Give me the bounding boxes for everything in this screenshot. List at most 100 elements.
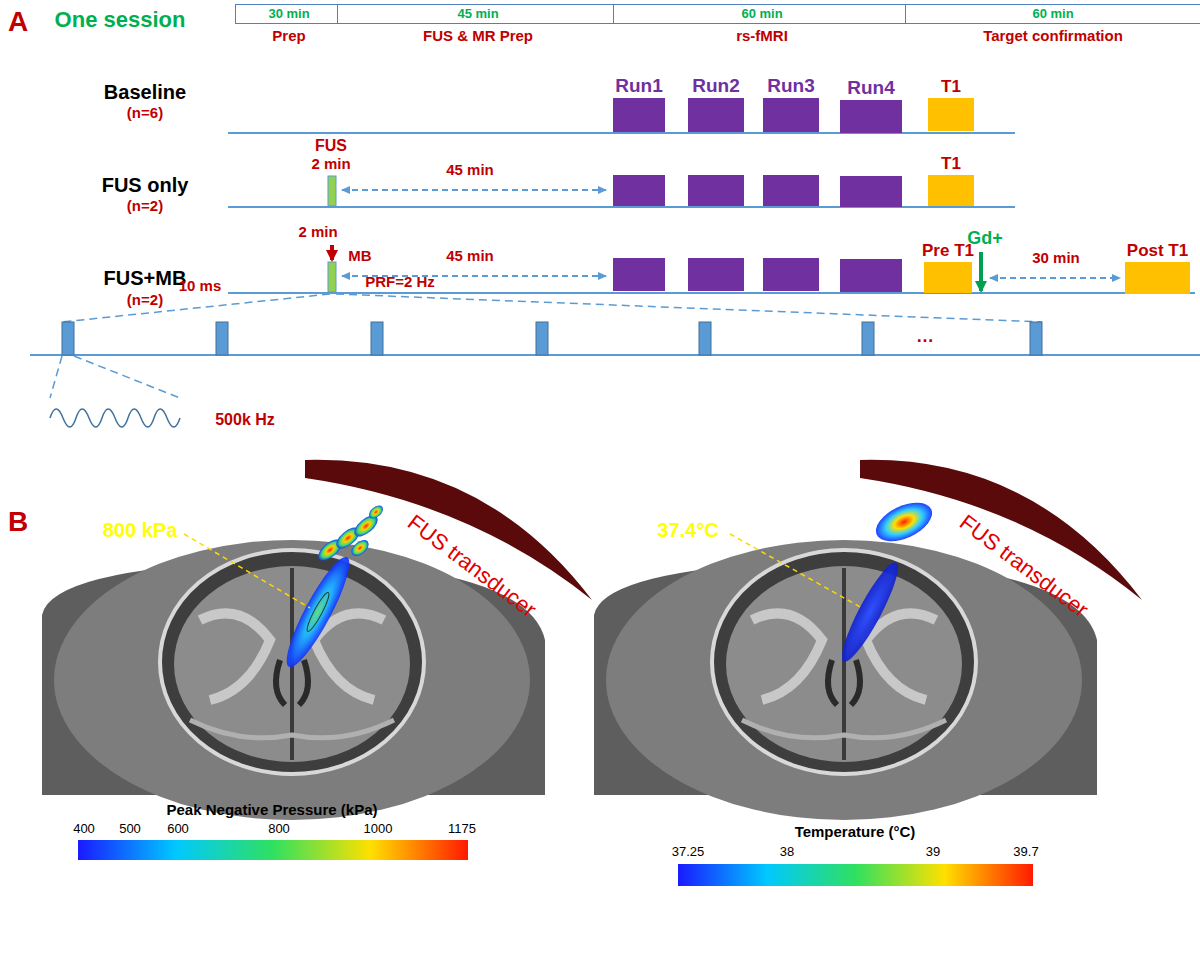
pulse: [699, 322, 711, 355]
leader-line: [730, 534, 862, 608]
group-name: FUS+MB: [104, 267, 187, 290]
interval-arrow: [990, 277, 1120, 279]
pulse: [216, 322, 228, 355]
interval-arrow: [342, 189, 606, 191]
gd-arrow: [979, 252, 983, 291]
scan-label: T1: [941, 78, 961, 97]
scan-label: Pre T1: [922, 242, 974, 261]
tick-label: 600: [167, 822, 189, 837]
panel-letter: B: [8, 506, 28, 538]
t1-block: Pre T1: [924, 262, 972, 293]
peak-value: 800 kPa: [103, 519, 178, 542]
pulse: [862, 322, 874, 355]
pressure-field: [277, 503, 385, 673]
phase-label: rs-fMRI: [736, 27, 788, 44]
pulse: [371, 322, 383, 355]
colorbar-title: Temperature (°C): [795, 823, 916, 840]
tick-label: 500: [119, 822, 141, 837]
phase-label: Prep: [272, 27, 305, 44]
t1-block: Post T1: [1125, 262, 1190, 294]
fus-bar: [328, 176, 336, 206]
phase-label: Target confirmation: [983, 27, 1123, 44]
mb-label: MB: [348, 247, 371, 264]
zoom-line: [336, 294, 1042, 322]
tick-label: 1175: [448, 822, 476, 837]
run-block: [688, 175, 744, 206]
near-field: [367, 503, 386, 521]
mb-arrow: [330, 245, 334, 260]
tick-label: 39.7: [1013, 845, 1038, 860]
pulse: [536, 322, 548, 355]
tick-label: 37.25: [672, 845, 705, 860]
frequency-label: 500k Hz: [215, 411, 275, 429]
group-name: Baseline: [104, 81, 186, 104]
run-block: Run2: [688, 98, 744, 132]
pulse: [1030, 322, 1042, 355]
temperature-field: [834, 495, 938, 667]
prf-label: PRF=2 Hz: [365, 273, 435, 290]
colorbar: [78, 840, 468, 860]
pulse-length: 10 ms: [179, 277, 222, 294]
tick-label: 400: [73, 822, 95, 837]
tick-label: 1000: [364, 822, 393, 837]
zoom-line: [74, 356, 180, 398]
duration-label: 2 min: [311, 155, 350, 172]
ellipsis: …: [916, 326, 934, 347]
contrast-label: Gd+: [967, 228, 1003, 249]
interval-label: 30 min: [1032, 249, 1080, 266]
mri-slice: [594, 540, 1097, 820]
run-label: Run2: [692, 76, 740, 97]
interval-label: 45 min: [446, 161, 494, 178]
run-block: Run3: [763, 98, 819, 132]
timeline-box: 30 minPrep: [235, 4, 343, 24]
sine-wave: [50, 409, 180, 427]
peak-value: 37.4°C: [657, 519, 718, 542]
run-block: [763, 258, 819, 291]
group-name: FUS only: [102, 174, 189, 197]
fus-transducer: [305, 460, 592, 600]
duration-text: 60 min: [614, 5, 910, 22]
run-block: [840, 176, 902, 207]
tick-label: 800: [268, 822, 290, 837]
run-block: Run1: [613, 98, 665, 132]
phase-label: FUS & MR Prep: [423, 27, 533, 44]
run-label: Run1: [615, 76, 663, 97]
run-label: Run4: [847, 78, 895, 99]
mri-slice: [42, 540, 545, 820]
sample-size: (n=6): [127, 104, 163, 121]
timeline-box: 45 minFUS & MR Prep: [337, 4, 619, 24]
duration-text: 30 min: [236, 5, 342, 22]
panel-letter: A: [8, 6, 28, 38]
duration-text: 45 min: [338, 5, 618, 22]
run-block: [688, 258, 744, 291]
focal-spot: [834, 557, 906, 666]
timeline: [228, 292, 1195, 294]
run-block: [613, 175, 665, 206]
fus-transducer: [860, 460, 1142, 600]
pulse-axis: [30, 354, 1200, 356]
focal-contour: [304, 591, 332, 634]
run-block: [840, 259, 902, 292]
pulse: [62, 322, 74, 355]
timeline-box: 60 minTarget confirmation: [905, 4, 1200, 24]
sample-size: (n=2): [127, 197, 163, 214]
tick-label: 39: [926, 845, 940, 860]
fus-label: FUS: [315, 137, 347, 155]
run-block: [763, 175, 819, 206]
run-block: [613, 258, 665, 291]
zoom-line: [62, 294, 330, 322]
t1-block: T1: [928, 175, 974, 206]
interval-label: 45 min: [446, 247, 494, 264]
focal-spot: [277, 551, 358, 673]
scan-label: Post T1: [1127, 242, 1188, 261]
pulse-train: [62, 322, 1042, 355]
zoom-line: [50, 356, 62, 398]
run-label: Run3: [767, 76, 815, 97]
fus-bar: [328, 262, 336, 292]
session-title: One session: [55, 7, 186, 32]
sample-size: (n=2): [127, 291, 163, 308]
tick-label: 38: [780, 845, 794, 860]
near-field: [348, 537, 371, 559]
duration-label: 2 min: [298, 223, 337, 240]
